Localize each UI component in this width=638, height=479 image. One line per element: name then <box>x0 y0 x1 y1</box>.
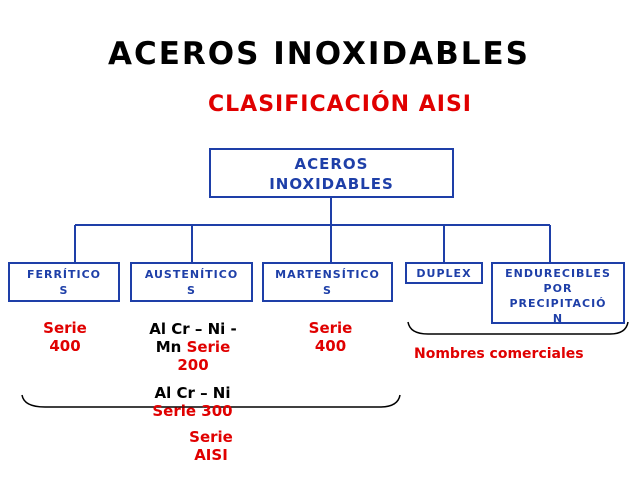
label-austenitico-b-part2: Serie 300 <box>152 402 233 420</box>
label-austenitico-serie-200: Al Cr – Ni - Mn Serie 200 <box>128 320 258 374</box>
label-austenitico-a-part1: Al Cr – Ni - <box>149 320 237 338</box>
box-aceros-inoxidables-line1: ACEROS <box>294 155 369 173</box>
label-austenitico-serie-300: Al Cr – Ni Serie 300 <box>130 384 255 420</box>
box-endurecibles-line2: POR <box>543 282 573 295</box>
box-ferriticos-line1: FERRÍTICO <box>26 268 102 281</box>
label-serie-aisi-line1: Serie <box>189 428 233 446</box>
box-duplex-line1: DUPLEX <box>416 267 472 280</box>
label-austenitico-a-part3: Serie <box>186 338 231 356</box>
label-austenitico-a-part4: 200 <box>177 356 209 374</box>
box-duplex: DUPLEX <box>405 262 483 284</box>
label-ferritico-serie-line2: 400 <box>49 337 81 355</box>
box-endurecibles-line1: ENDURECIBLES <box>505 267 611 280</box>
box-ferriticos: FERRÍTICO S <box>8 262 120 302</box>
label-austenitico-a-part2: Mn <box>155 338 182 356</box>
box-endurecibles: ENDURECIBLES POR PRECIPITACIÓ N <box>491 262 625 325</box>
box-austeniticos: AUSTENÍTICO S <box>130 262 253 302</box>
box-endurecibles-line4: N <box>552 312 564 325</box>
box-aceros-inoxidables-line2: INOXIDABLES <box>269 175 394 193</box>
box-ferriticos-line2: S <box>59 284 69 297</box>
box-martensiticos: MARTENSÍTICO S <box>262 262 393 302</box>
box-aceros-inoxidables: ACEROS INOXIDABLES <box>209 148 454 198</box>
label-austenitico-b-part1: Al Cr – Ni <box>154 384 231 402</box>
label-serie-aisi-line2: AISI <box>194 446 228 464</box>
box-austeniticos-line1: AUSTENÍTICO <box>144 268 239 281</box>
page-title: ACEROS INOXIDABLES <box>107 36 531 72</box>
box-austeniticos-line2: S <box>187 284 196 297</box>
brace-aisi <box>21 394 401 408</box>
label-martensitico-serie: Serie 400 <box>283 319 378 355</box>
label-ferritico-serie: Serie 400 <box>20 319 110 355</box>
label-martensitico-serie-line1: Serie <box>308 319 353 337</box>
brace-comerciales <box>407 321 629 335</box>
label-serie-aisi: Serie AISI <box>166 428 256 464</box>
label-ferritico-serie-line1: Serie <box>43 319 87 337</box>
page-subtitle: CLASIFICACIÓN AISI <box>208 92 472 117</box>
label-nombres-comerciales: Nombres comerciales <box>414 346 584 362</box>
box-martensiticos-line1: MARTENSÍTICO <box>275 268 380 281</box>
box-endurecibles-line3: PRECIPITACIÓ <box>509 297 607 310</box>
label-martensitico-serie-line2: 400 <box>314 337 347 355</box>
box-martensiticos-line2: S <box>323 284 332 297</box>
